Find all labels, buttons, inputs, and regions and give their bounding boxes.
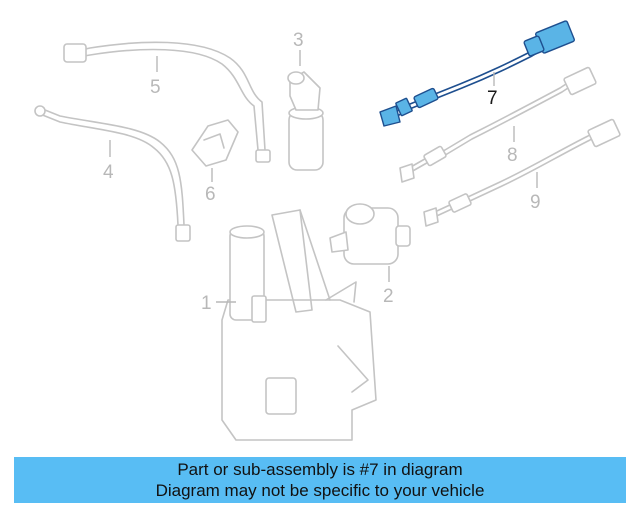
callout-6: 6 [205, 184, 216, 205]
part-7-oxygen-sensor-highlighted[interactable] [379, 20, 575, 127]
banner-line-1: Part or sub-assembly is #7 in diagram [177, 460, 463, 479]
callout-1: 1 [201, 293, 212, 314]
callout-4: 4 [103, 162, 114, 183]
part-4-fuel-line[interactable] [34, 105, 191, 242]
callout-2: 2 [383, 286, 394, 307]
callout-3: 3 [293, 30, 304, 51]
callout-5: 5 [150, 77, 161, 98]
part-1-canister[interactable] [221, 209, 377, 441]
callout-8: 8 [507, 145, 518, 166]
part-5-vapor-line[interactable] [63, 41, 271, 163]
part-3-valve[interactable] [287, 71, 324, 171]
part-2-purge-valve[interactable] [329, 203, 411, 265]
callout-9: 9 [530, 192, 541, 213]
callout-7: 7 [487, 88, 498, 109]
info-banner: Part or sub-assembly is #7 in diagram Di… [14, 457, 626, 503]
parts-diagram: 5 4 3 6 2 [34, 20, 621, 441]
part-6-bracket[interactable] [191, 119, 239, 167]
part-8-oxygen-sensor[interactable] [399, 66, 597, 183]
banner-line-2: Diagram may not be specific to your vehi… [155, 481, 485, 500]
part-9-oxygen-sensor[interactable] [423, 118, 621, 227]
